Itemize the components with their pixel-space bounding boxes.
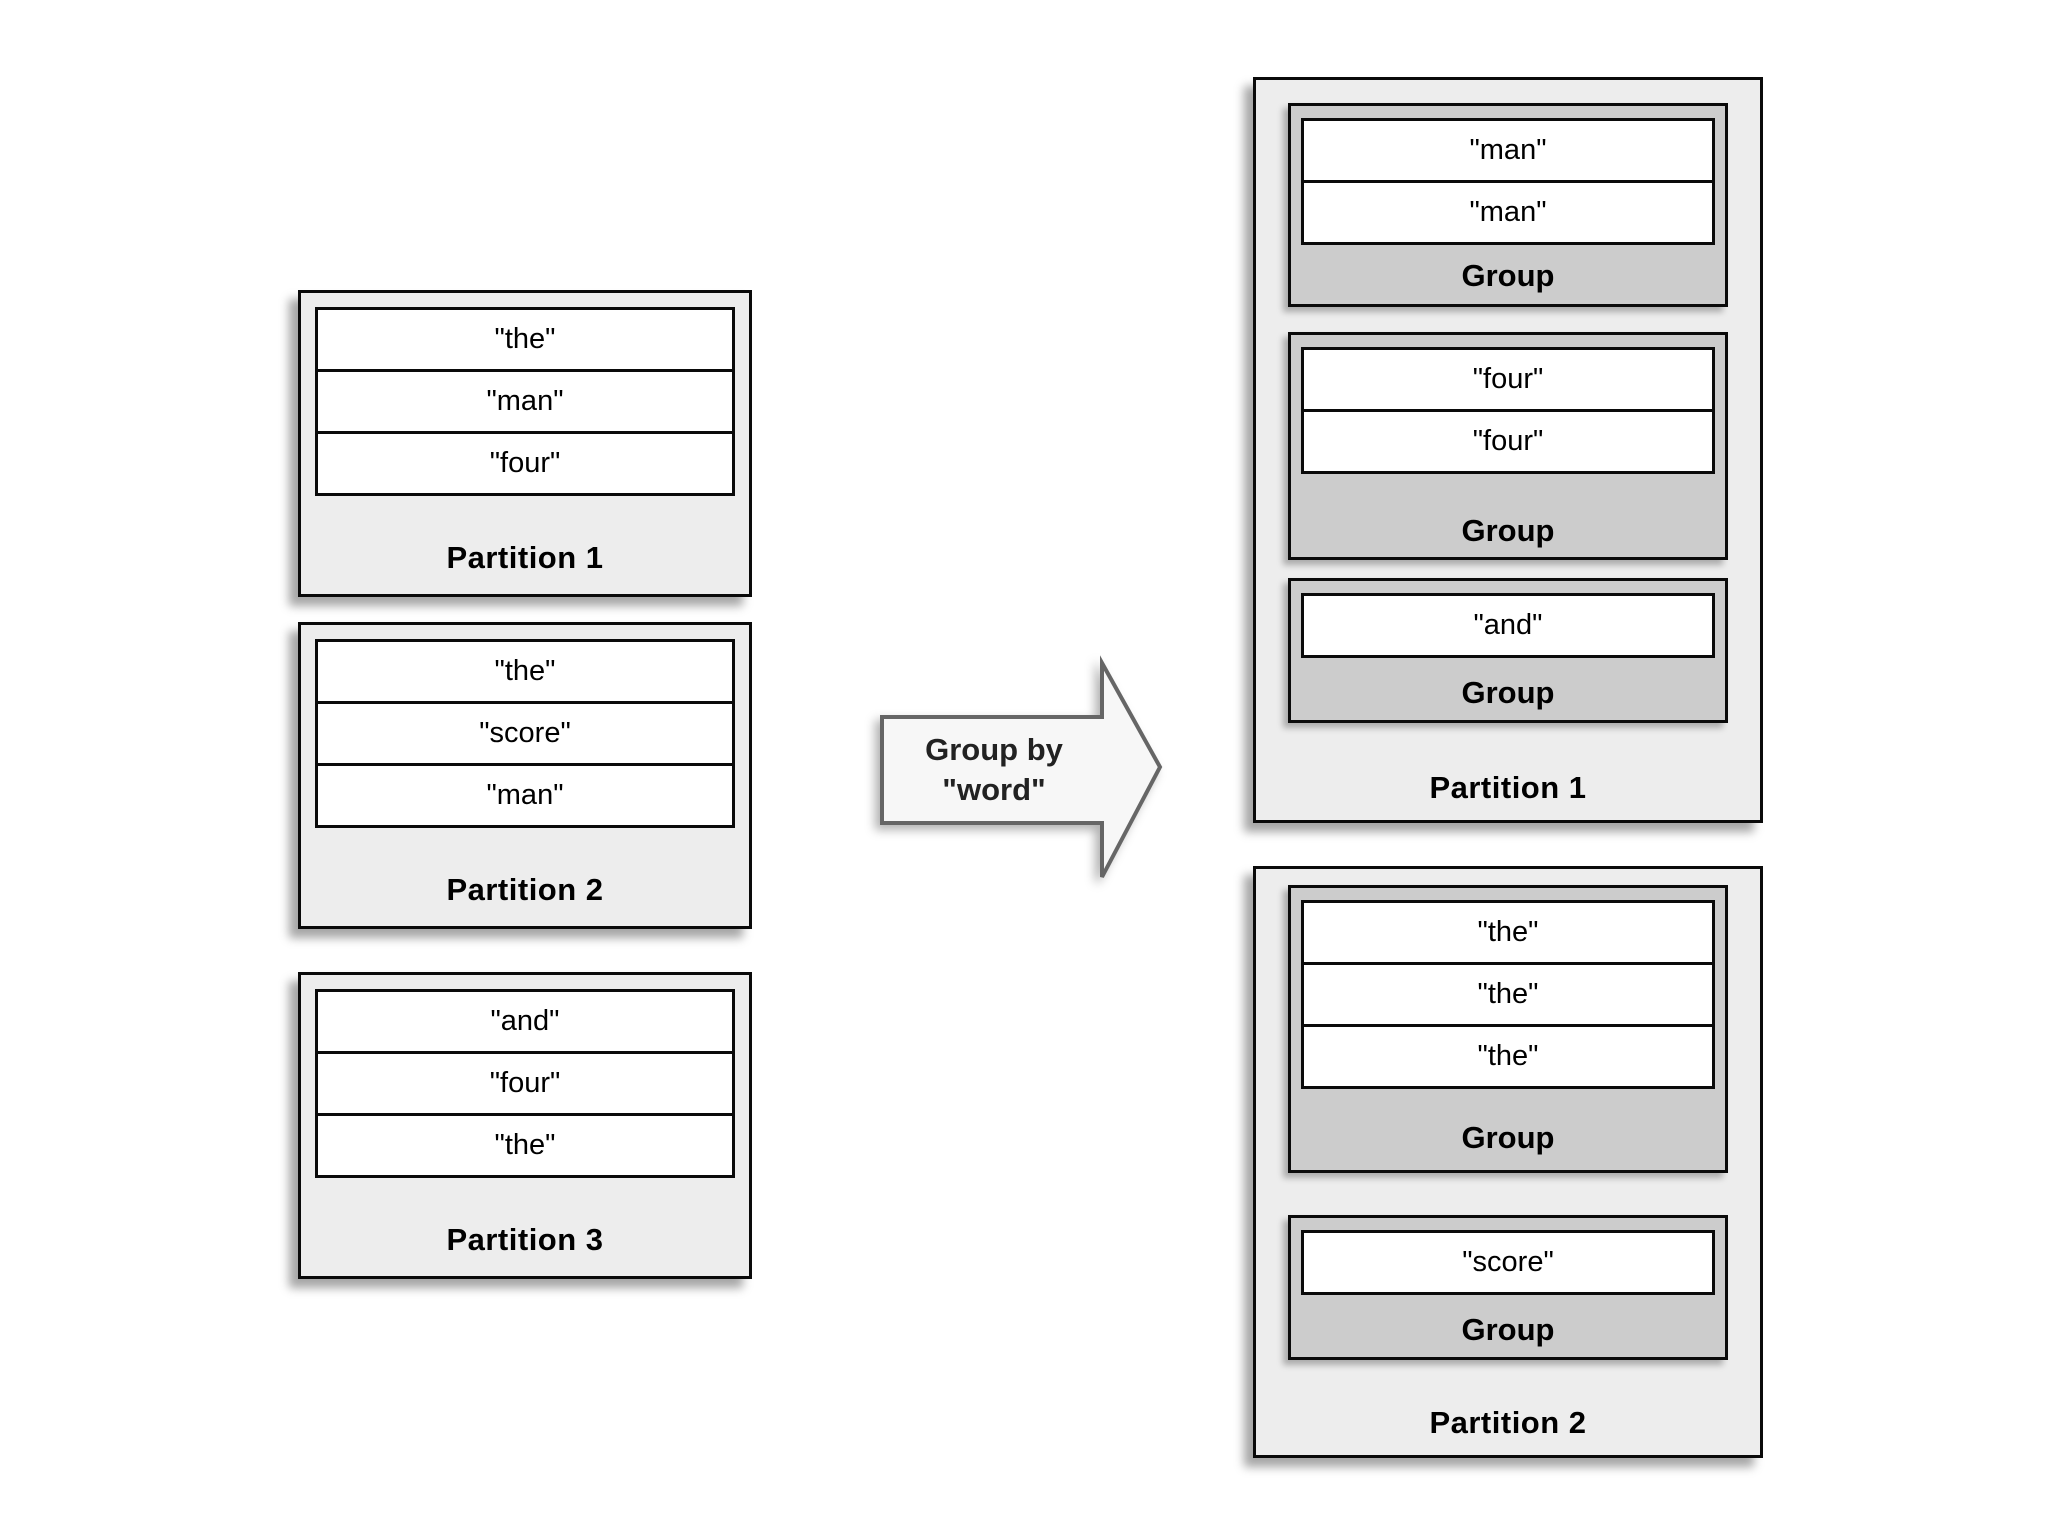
partition-label: Partition 1 [1429,770,1587,805]
output-partition-2: "the" "the" "the" Group "score" Group Pa… [1253,866,1763,1458]
word-list: "and" [1301,593,1715,658]
word-cell: "score" [315,701,735,766]
group-label: Group [1461,1312,1555,1347]
group-label: Group [1461,258,1555,293]
arrow-label: Group by "word" [885,715,1103,825]
group-box-four: "four" "four" Group [1288,332,1728,560]
input-partition-3: "and" "four" "the" Partition 3 [298,972,752,1279]
partition-label: Partition 2 [446,872,604,907]
word-cell: "man" [315,369,735,434]
word-cell: "man" [1301,180,1715,245]
word-list: "the" "man" "four" [315,307,735,496]
word-list: "man" "man" [1301,118,1715,245]
group-box-the: "the" "the" "the" Group [1288,885,1728,1173]
word-cell: "four" [1301,409,1715,474]
partition-label: Partition 1 [446,540,604,575]
word-cell: "the" [1301,900,1715,965]
word-cell: "man" [315,763,735,828]
word-cell: "four" [1301,347,1715,412]
arrow-shape [880,655,1163,878]
arrow-icon [880,655,1163,878]
word-list: "the" "the" "the" [1301,900,1715,1089]
partition-label: Partition 3 [446,1222,604,1257]
word-cell: "the" [315,639,735,704]
group-label: Group [1461,675,1555,710]
word-list: "and" "four" "the" [315,989,735,1178]
word-cell: "the" [315,307,735,372]
word-cell: "the" [1301,962,1715,1027]
output-partition-1: "man" "man" Group "four" "four" Group "a… [1253,77,1763,823]
word-cell: "score" [1301,1230,1715,1295]
group-label: Group [1461,513,1555,548]
partition-label: Partition 2 [1429,1405,1587,1440]
word-list: "the" "score" "man" [315,639,735,828]
word-cell: "the" [315,1113,735,1178]
group-label: Group [1461,1120,1555,1155]
word-cell: "man" [1301,118,1715,183]
input-partition-1: "the" "man" "four" Partition 1 [298,290,752,597]
word-list: "four" "four" [1301,347,1715,474]
group-box-man: "man" "man" Group [1288,103,1728,307]
word-cell: "four" [315,1051,735,1116]
word-cell: "the" [1301,1024,1715,1089]
arrow-label-line1: Group by [925,732,1063,767]
word-list: "score" [1301,1230,1715,1295]
group-box-and: "and" Group [1288,578,1728,723]
input-partition-2: "the" "score" "man" Partition 2 [298,622,752,929]
word-cell: "and" [1301,593,1715,658]
word-cell: "and" [315,989,735,1054]
word-cell: "four" [315,431,735,496]
arrow-label-line2: "word" [942,772,1046,807]
group-by-arrow: Group by "word" [875,648,1185,893]
group-box-score: "score" Group [1288,1215,1728,1360]
